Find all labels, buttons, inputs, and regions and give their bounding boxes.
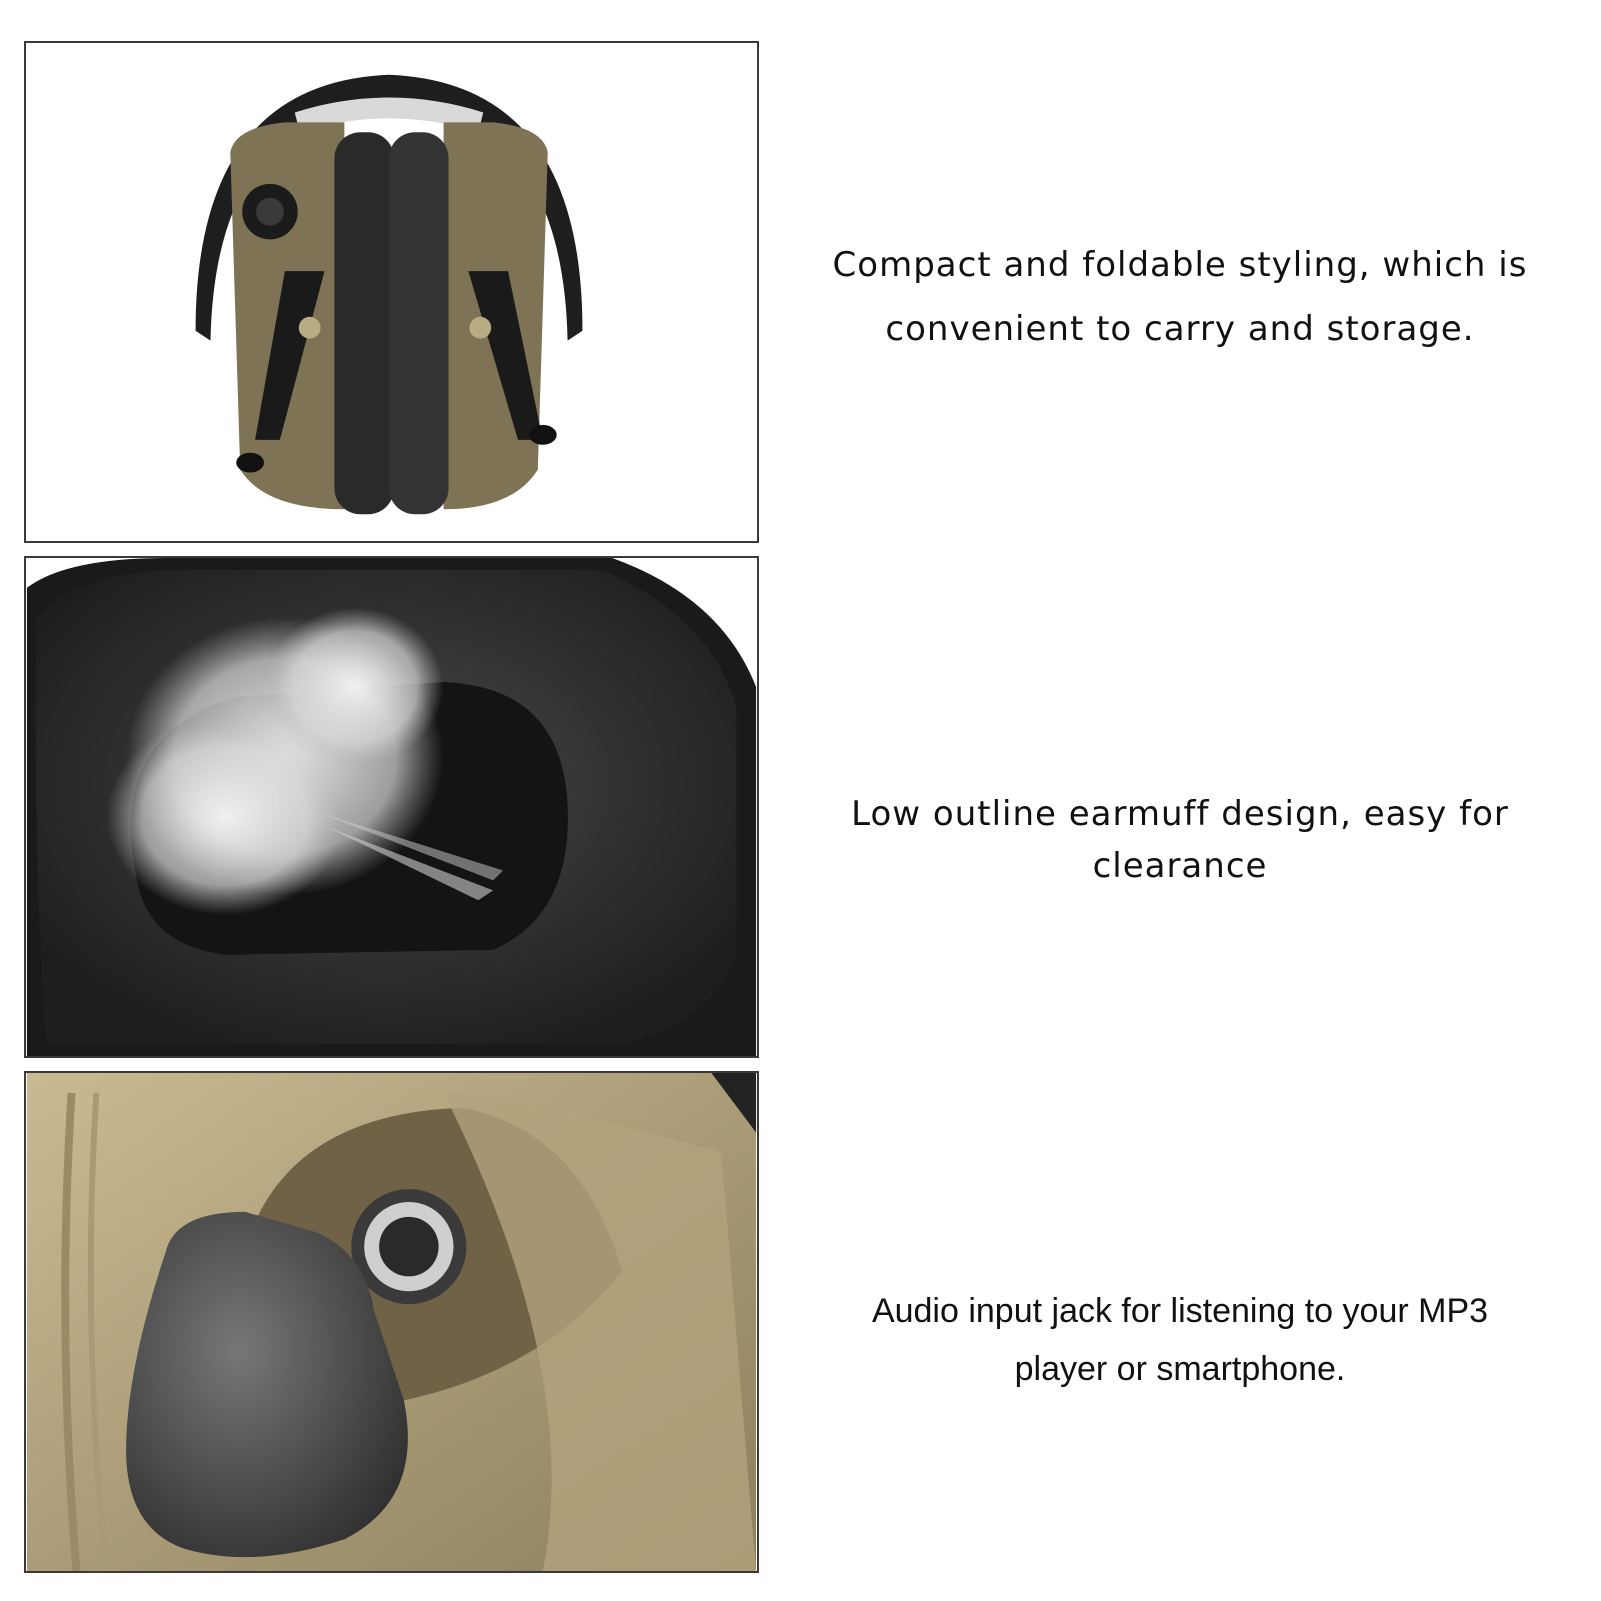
caption-line: Audio input jack for listening to your M… bbox=[871, 1292, 1489, 1330]
feature-image-folded-earmuffs bbox=[24, 41, 759, 543]
caption-line: Compact and foldable styling, which is bbox=[832, 245, 1528, 285]
audio-jack-illustration bbox=[26, 1073, 757, 1571]
caption-line: player or smartphone. bbox=[1014, 1350, 1346, 1388]
feature-image-audio-jack bbox=[24, 1071, 759, 1573]
feature-caption-foldable: Compact and foldable styling, which is c… bbox=[800, 233, 1560, 361]
ear-cushion-illustration bbox=[26, 558, 757, 1056]
feature-image-ear-cushion bbox=[24, 556, 759, 1058]
caption-line: clearance bbox=[1092, 846, 1268, 886]
caption-line: convenient to carry and storage. bbox=[885, 309, 1475, 349]
feature-caption-audio-jack: Audio input jack for listening to your M… bbox=[800, 1282, 1560, 1398]
caption-line: Low outline earmuff design, easy for bbox=[851, 794, 1509, 834]
folded-earmuffs-illustration bbox=[26, 43, 757, 541]
feature-caption-low-outline: Low outline earmuff design, easy for cle… bbox=[800, 788, 1560, 892]
